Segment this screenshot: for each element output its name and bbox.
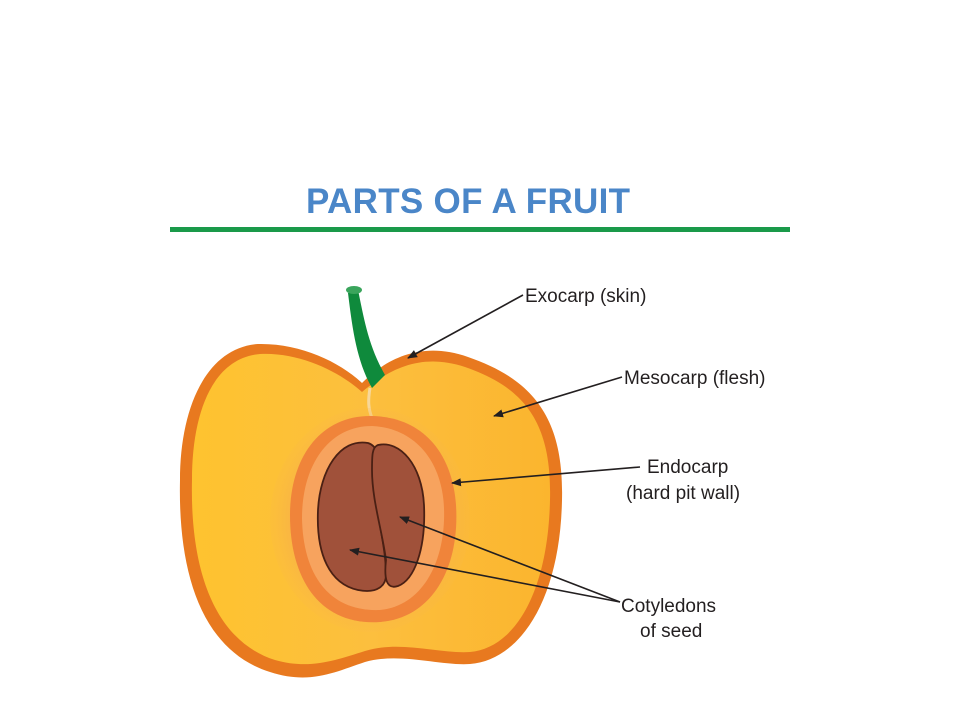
- label-exocarp: Exocarp (skin): [525, 286, 646, 307]
- cotyledon-arrow-lower: [349, 547, 621, 603]
- cotyledon-arrow-upper: [399, 516, 621, 603]
- label-endocarp-line2: (hard pit wall): [626, 483, 740, 504]
- title-rule: [170, 227, 790, 232]
- exocarp-arrow: [407, 294, 524, 359]
- label-cotyledons-line1: Cotyledons: [621, 596, 716, 617]
- label-endocarp-line1: Endocarp: [647, 457, 728, 478]
- label-cotyledons-line2: of seed: [640, 621, 702, 642]
- stem: [348, 290, 385, 388]
- cotyledon-right: [371, 443, 426, 588]
- page-title: PARTS OF A FRUIT: [306, 182, 631, 221]
- mesocarp-arrow: [493, 376, 623, 418]
- endocarp-arrow: [451, 466, 641, 487]
- stem-tip: [346, 286, 362, 294]
- label-mesocarp: Mesocarp (flesh): [624, 368, 766, 389]
